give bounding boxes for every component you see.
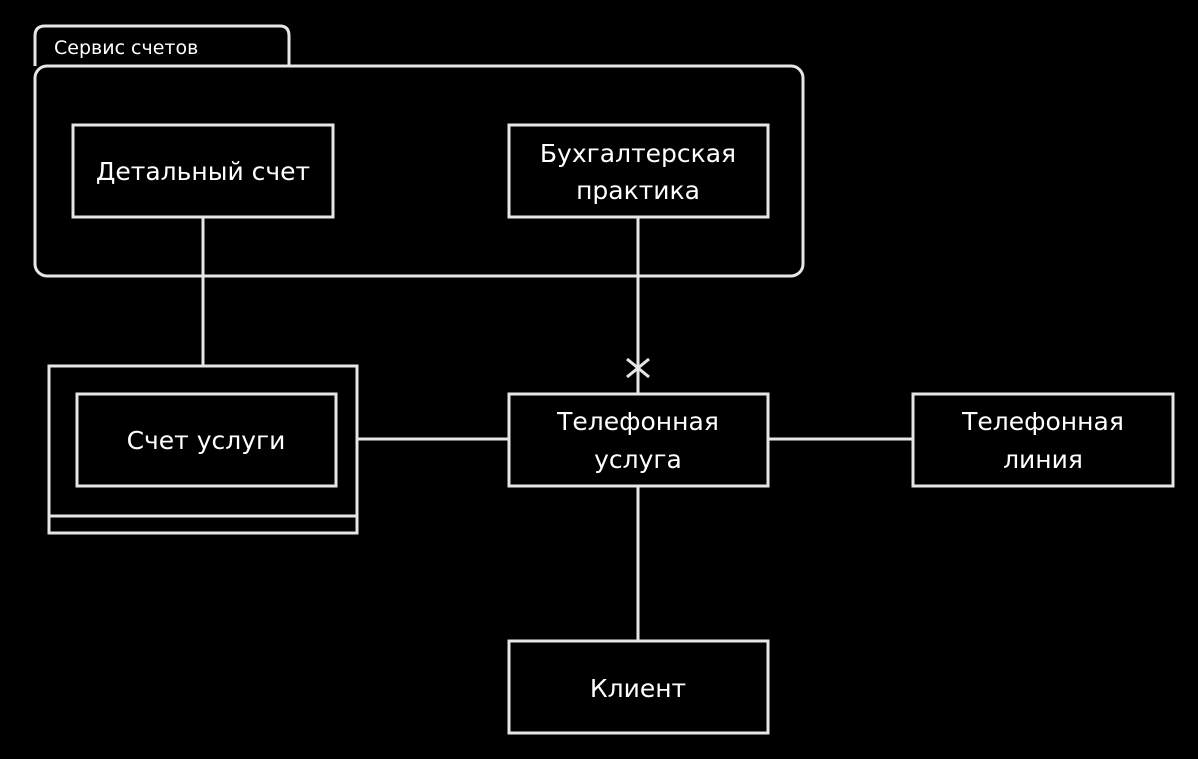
connectors — [201, 218, 913, 641]
node-phone-service-label-line2: услуга — [594, 445, 682, 474]
package-body — [33, 64, 805, 278]
cross-marker-icon — [626, 357, 650, 379]
node-client-label: Клиент — [590, 674, 686, 703]
node-service-invoice-inner-frame — [75, 392, 338, 488]
node-accounting-practice-label-line1: Бухгалтерская — [540, 139, 736, 168]
package-tab — [33, 24, 291, 66]
node-detailed-invoice[interactable]: Детальный счет — [71, 123, 335, 219]
node-phone-line-label-line1: Телефонная — [961, 407, 1124, 436]
node-accounting-practice[interactable]: Бухгалтерская практика — [507, 123, 770, 219]
node-service-invoice-label: Счет услуги — [127, 426, 286, 455]
node-detailed-invoice-label: Детальный счет — [96, 157, 310, 186]
package-label: Сервис счетов — [54, 37, 198, 59]
package-invoice-service: Сервис счетов — [33, 24, 805, 278]
node-phone-service-label-line1: Телефонная — [556, 407, 719, 436]
node-accounting-practice-label-line2: практика — [576, 176, 700, 205]
node-phone-line-label-line2: линия — [1003, 445, 1083, 474]
node-phone-service[interactable]: Телефонная услуга — [507, 392, 770, 488]
node-service-invoice[interactable]: Счет услуги — [47, 364, 359, 535]
node-phone-line[interactable]: Телефонная линия — [911, 392, 1175, 488]
node-client[interactable]: Клиент — [507, 639, 770, 735]
